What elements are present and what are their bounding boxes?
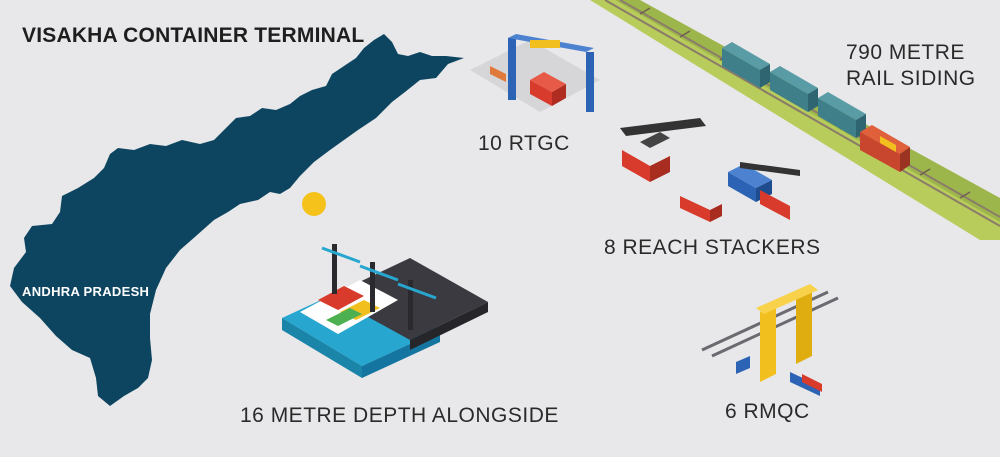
reach-stacker-illustration (620, 118, 800, 222)
rail-siding-label: 790 METRE RAIL SIDING (846, 40, 976, 92)
rail-siding-line-1: 790 METRE (846, 41, 965, 64)
rtgc-label: 10 RTGC (478, 132, 570, 155)
state-label: ANDHRA PRADESH (22, 284, 150, 299)
reach-stackers-label: 8 REACH STACKERS (604, 236, 821, 259)
andhra-pradesh-map (10, 34, 464, 406)
page-title: VISAKHA CONTAINER TERMINAL (22, 24, 365, 47)
rail-siding-line-2: RAIL SIDING (846, 67, 976, 90)
depth-label: 16 METRE DEPTH ALONGSIDE (240, 404, 559, 427)
visakhapatnam-location-marker (302, 192, 326, 216)
rmqc-crane-illustration (701, 284, 839, 396)
train-wagons (722, 42, 866, 138)
berth-ship-illustration (282, 244, 488, 378)
rail-siding-illustration (590, 0, 1000, 240)
rmqc-label: 6 RMQC (725, 400, 810, 423)
rtgc-crane-illustration (470, 34, 600, 112)
locomotive (860, 125, 910, 172)
